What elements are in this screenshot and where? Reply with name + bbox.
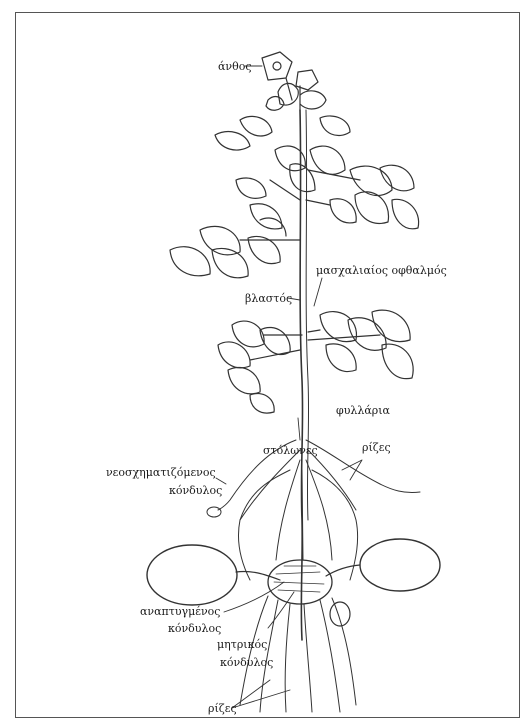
label-mother-tuber-line2: κόνδυλος xyxy=(220,656,273,669)
label-forming-tuber-line1: νεοσχηματιζόμενος xyxy=(106,466,216,479)
mother-tuber xyxy=(268,560,332,604)
label-axillary-bud: μασχαλιαίος οφθαλμός xyxy=(316,264,447,277)
stolons-and-roots xyxy=(207,440,420,580)
label-roots-upper: ρίζες xyxy=(362,441,391,454)
middle-leaves xyxy=(218,310,413,413)
upper-leaves xyxy=(170,116,419,278)
label-forming-tuber-line2: κόνδυλος xyxy=(169,484,222,497)
label-leaflets: φυλλάρια xyxy=(336,404,390,417)
label-roots-lower: ρίζες xyxy=(208,702,237,715)
label-stem: βλαστός xyxy=(245,292,292,305)
label-stolons: στόλωνες xyxy=(263,444,318,457)
lower-roots xyxy=(240,596,356,712)
flower-cluster xyxy=(262,52,326,110)
label-flower: άνθος xyxy=(218,60,252,73)
developed-tuber-right xyxy=(360,539,440,591)
developed-tuber-left xyxy=(147,545,237,605)
label-mother-tuber-line1: μητρικός xyxy=(217,638,267,651)
label-developed-tuber-line1: αναπτυγμένος xyxy=(140,605,220,618)
label-developed-tuber-line2: κόνδυλος xyxy=(168,622,221,635)
